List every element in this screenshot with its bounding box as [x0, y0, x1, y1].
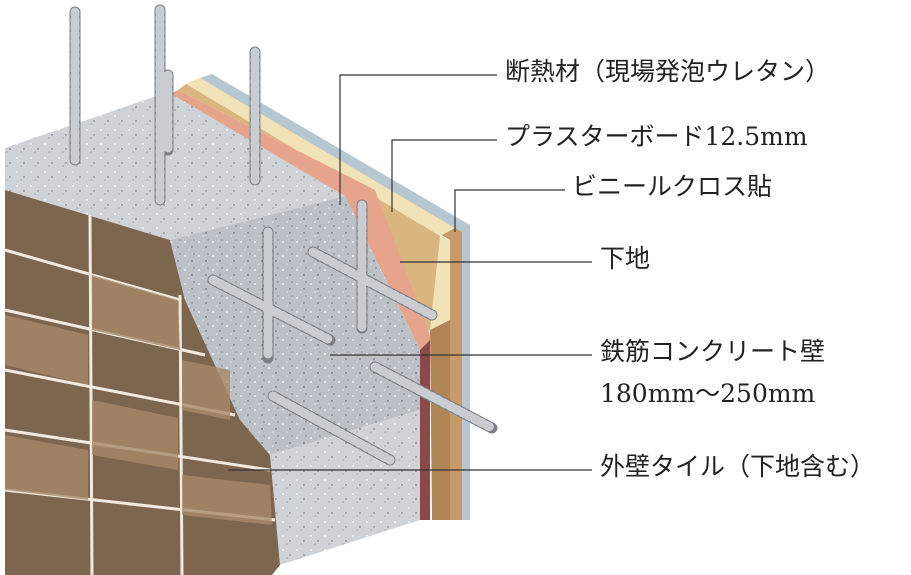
- label-insulation: 断熱材（現場発泡ウレタン）: [505, 57, 831, 86]
- rebars: [69, 4, 498, 466]
- label-vinyl-cloth: ビニールクロス貼: [572, 172, 773, 201]
- leader-lines: [228, 74, 592, 471]
- label-rc-wall: 鉄筋コンクリート壁: [600, 337, 826, 366]
- vinyl-cloth-layer: [200, 74, 470, 520]
- label-substrate: 下地: [600, 244, 651, 273]
- label-rc-wall-thickness: 180mm～250mm: [600, 379, 816, 408]
- label-plasterboard: プラスターボード12.5mm: [505, 122, 808, 151]
- exterior-tile-wall: [4, 190, 280, 575]
- label-exterior-tile: 外壁タイル（下地含む）: [600, 452, 876, 481]
- insulation-layer: [168, 90, 430, 520]
